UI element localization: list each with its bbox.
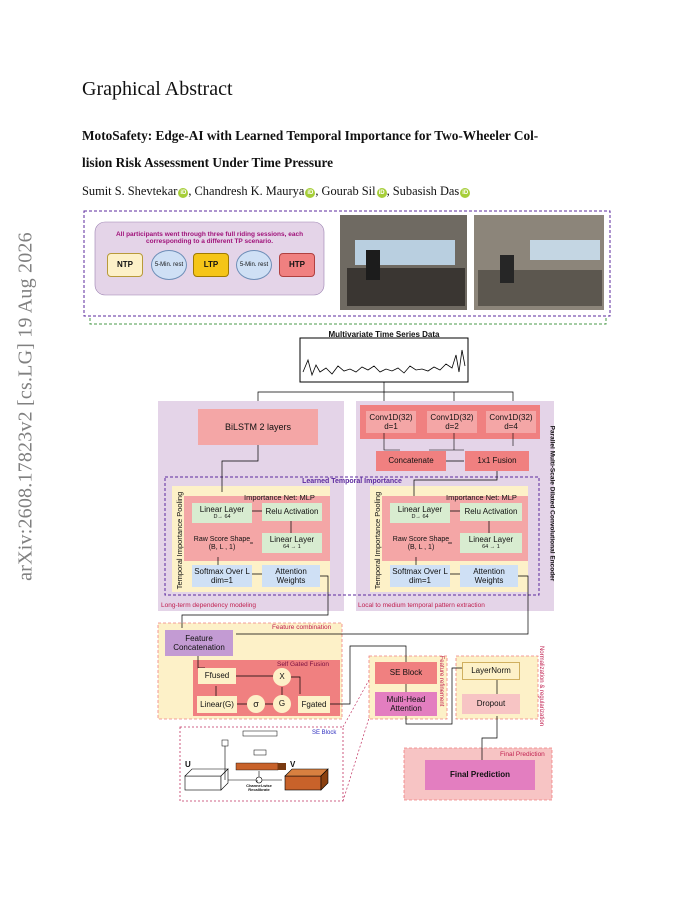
bilstm-box: BiLSTM 2 layers xyxy=(198,409,318,445)
softmax-left: Softmax Over L dim=1 xyxy=(192,565,252,587)
orcid-icon[interactable]: iD xyxy=(376,188,387,198)
fusion-1x1-box: 1x1 Fusion xyxy=(465,451,529,471)
relu-box-right: Relu Activation xyxy=(460,503,522,521)
softmax-right: Softmax Over L dim=1 xyxy=(390,565,450,587)
learned-ti-frame xyxy=(164,476,540,596)
multiply-node: X xyxy=(273,668,291,686)
paper-title-line2: lision Risk Assessment Under Time Pressu… xyxy=(82,155,334,170)
tip-label-right: Temporal Importance Pooling xyxy=(373,491,382,590)
time-series-signal xyxy=(302,349,466,377)
author-name: Gourab Sil xyxy=(321,184,376,198)
localmed-label: Local to medium temporal pattern extract… xyxy=(358,602,485,609)
dropout-box: Dropout xyxy=(462,694,520,714)
conv-d2-box: Conv1D(32) d=2 xyxy=(427,411,477,433)
conv-d1-box: Conv1D(32) d=1 xyxy=(366,411,416,433)
study-frame xyxy=(83,210,611,317)
relu-box-left: Relu Activation xyxy=(262,503,322,521)
orcid-icon[interactable]: iD xyxy=(460,188,471,198)
time-series-box xyxy=(299,337,469,383)
conv-d4-box: Conv1D(32) d=4 xyxy=(486,411,536,433)
feature-concat-box: Feature Concatenation xyxy=(165,630,233,656)
raw-score-right: Raw Score Shape (B, L , 1) xyxy=(392,535,450,551)
self-gated-label: Self Gated Fusion xyxy=(277,661,330,668)
author-name: Sumit S. Shevtekar xyxy=(82,184,178,198)
longterm-label: Long-term dependency modeling xyxy=(161,602,257,609)
se-channel-label: Channel-wise Recalibrate xyxy=(246,783,272,793)
ffused-box: Ffused xyxy=(198,668,236,684)
rest-2-node: 5-Min. rest xyxy=(236,250,272,280)
fgated-box: Fgated xyxy=(298,696,330,713)
norm-reg-label: Normalization & regularization xyxy=(538,645,544,727)
learned-ti-label: Learned Temporal Importance xyxy=(302,478,402,485)
final-prediction-box: Final Prediction xyxy=(425,760,535,790)
imp-net-label-right: Importance Net: MLP xyxy=(446,493,517,502)
se-block-box: SE Block xyxy=(375,662,437,684)
orcid-icon[interactable]: iD xyxy=(178,188,189,198)
se-u-label: U xyxy=(185,760,191,769)
attention-weights-left: Attention Weights xyxy=(262,565,320,587)
feature-combination-label: Feature combination xyxy=(272,624,332,631)
raw-score-left: Raw Score Shape (B, L , 1) xyxy=(193,535,251,551)
imp-net-label-left: Importance Net: MLP xyxy=(244,493,315,502)
g-node: G xyxy=(273,695,291,713)
author-name: Subasish Das xyxy=(392,184,460,198)
final-prediction-label: Final Prediction xyxy=(500,751,545,758)
rest-1-node: 5-Min. rest xyxy=(151,250,187,280)
sigma-node: σ xyxy=(247,695,265,713)
feature-refinement-label: Feature refinement xyxy=(438,655,444,707)
parallel-encoder-label: Parallel Multi-Scale Dilated Convolution… xyxy=(548,425,556,582)
orcid-icon[interactable]: iD xyxy=(305,188,316,198)
layernorm-box: LayerNorm xyxy=(462,662,520,680)
ntp-box: NTP xyxy=(107,253,143,277)
sessions-note: All participants went through three full… xyxy=(115,230,304,245)
htp-box: HTP xyxy=(279,253,315,277)
attention-weights-right: Attention Weights xyxy=(460,565,518,587)
graphical-abstract-heading: Graphical Abstract xyxy=(82,78,233,100)
concatenate-box: Concatenate xyxy=(376,451,446,471)
study-bracket xyxy=(89,318,607,325)
paper-title: MotoSafety: Edge-AI with Learned Tempora… xyxy=(82,122,622,176)
ts-title: Multivariate Time Series Data xyxy=(328,330,440,339)
linear-g-box: Linear(G) xyxy=(197,696,237,713)
tip-label-left: Temporal Importance Pooling xyxy=(175,491,184,590)
se-inset-multiply: × xyxy=(256,778,259,783)
mha-box: Multi-Head Attention xyxy=(375,692,437,716)
se-inset-label: SE Block xyxy=(312,730,337,736)
paper-title-line1: MotoSafety: Edge-AI with Learned Tempora… xyxy=(82,128,539,143)
ltp-box: LTP xyxy=(193,253,229,277)
author-name: Chandresh K. Maurya xyxy=(194,184,305,198)
se-v-label: V xyxy=(290,760,296,769)
